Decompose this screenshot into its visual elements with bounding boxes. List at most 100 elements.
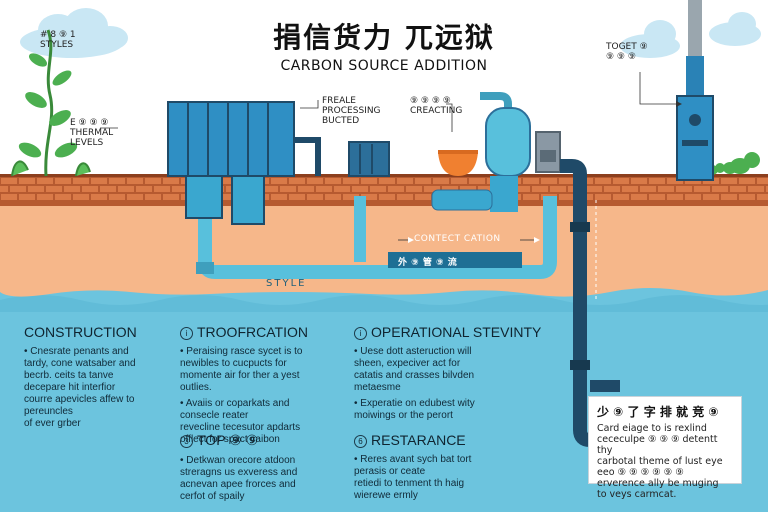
brick (136, 186, 152, 192)
brick (289, 178, 305, 184)
brick (757, 178, 768, 184)
brick (1, 178, 17, 184)
brick (721, 178, 737, 184)
brick (370, 186, 386, 192)
brick (127, 178, 143, 184)
brick (361, 178, 377, 184)
brick (343, 194, 359, 200)
section-body: Cnesrate penants and tardy, cone watsabe… (24, 346, 184, 430)
brick (667, 194, 683, 200)
brick (91, 178, 107, 184)
underground-pipe-loop (196, 196, 557, 279)
brick (532, 186, 548, 192)
brick (109, 178, 125, 184)
arrow-conn-left-icon (408, 237, 414, 243)
brick (262, 186, 278, 192)
brick (154, 186, 170, 192)
brick (46, 186, 62, 192)
carbon-dosing-bowl-icon (438, 150, 478, 176)
section-construction: CONSTRUCTION Cnesrate penants and tardy,… (24, 324, 184, 434)
pipe-joint-1 (570, 222, 590, 232)
brick (352, 186, 368, 192)
label-pump: ⑨ ⑨ ⑨ ⑨ CREACTING (410, 96, 463, 116)
section-item: Reres avant sych bat tort perasis or cea… (354, 454, 549, 502)
section-item: Experatie on edubest wity moiwings or th… (354, 398, 549, 422)
brick (406, 186, 422, 192)
brick (514, 186, 530, 192)
label-thermal-levels: E ⑨ ⑨ ⑨ THERMAL LEVELS (70, 118, 114, 148)
brick (10, 186, 26, 192)
brick (424, 186, 440, 192)
brick (379, 194, 395, 200)
brick (1, 194, 17, 200)
brick (685, 194, 701, 200)
brick (478, 186, 494, 192)
note-body: Card eiage to is rexlind cececulpe ⑨ ⑨ ⑨… (597, 423, 723, 500)
brick (604, 186, 620, 192)
brick (739, 178, 755, 184)
brick (0, 186, 8, 192)
cloud-left-icon (20, 8, 128, 58)
section-heading: CONSTRUCTION (24, 324, 137, 340)
brick (73, 194, 89, 200)
brick (631, 178, 647, 184)
brick (388, 186, 404, 192)
label-style: STYLE (266, 278, 307, 289)
brick (649, 194, 665, 200)
section-item: Uese dott asteruction will sheen, expeci… (354, 346, 549, 394)
brick (325, 178, 341, 184)
plant-icon (11, 29, 91, 177)
brick (280, 186, 296, 192)
brick (415, 194, 431, 200)
label-connection: CONTECT CATION (414, 234, 501, 244)
brick (73, 178, 89, 184)
brick (64, 186, 80, 192)
label-tower: TOGET ⑨ ⑨ ⑨ ⑨ (606, 42, 648, 62)
section-body: Reres avant sych bat tort perasis or cea… (354, 454, 549, 502)
brick (145, 194, 161, 200)
brick (595, 194, 611, 200)
pointer-tank (300, 100, 319, 109)
brick (91, 194, 107, 200)
brick (343, 178, 359, 184)
brick (748, 186, 764, 192)
number-6-icon: 6 (354, 435, 367, 448)
brick (298, 186, 314, 192)
brick (649, 178, 665, 184)
brick (613, 178, 629, 184)
section-item: Cnesrate penants and tardy, cone watsabe… (24, 346, 184, 430)
page-subtitle: CARBON SOURCE ADDITION (280, 58, 488, 74)
brick (316, 186, 332, 192)
distribution-pipe (560, 159, 610, 447)
arrow-tower-icon (676, 101, 682, 107)
brick (559, 194, 575, 200)
section-body: Uese dott asteruction will sheen, expeci… (354, 346, 549, 422)
brick (361, 194, 377, 200)
brick (766, 186, 768, 192)
note-card: 少 ⑨ 了 字 排 就 竞 ⑨ Card eiage to is rexlind… (588, 396, 742, 500)
soil-layer (0, 196, 768, 297)
section-heading: TOP ⑨ ⑨ (197, 432, 259, 448)
brick (307, 194, 323, 200)
brick-pattern (0, 178, 768, 200)
brick (631, 194, 647, 200)
brick (694, 186, 710, 192)
brick (118, 186, 134, 192)
brick (217, 178, 233, 184)
brick (379, 178, 395, 184)
brick (541, 178, 557, 184)
brick (640, 186, 656, 192)
brick (586, 186, 602, 192)
brick (397, 194, 413, 200)
brick (469, 178, 485, 184)
brick (721, 194, 737, 200)
brick (559, 178, 575, 184)
brick (100, 186, 116, 192)
brick (442, 186, 458, 192)
